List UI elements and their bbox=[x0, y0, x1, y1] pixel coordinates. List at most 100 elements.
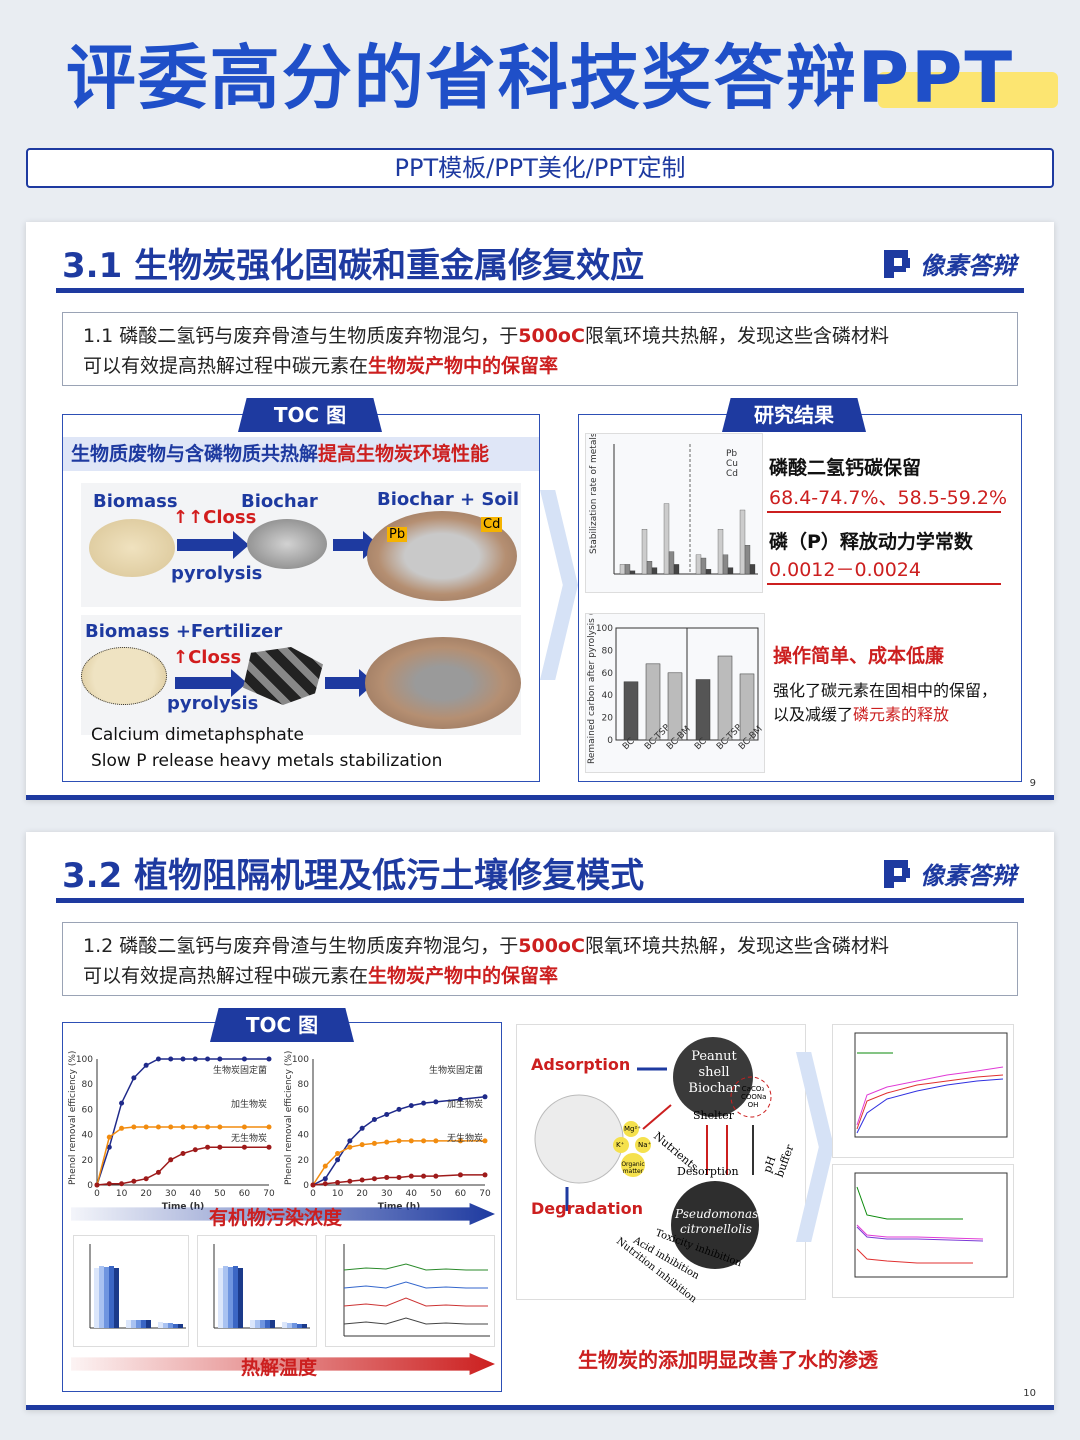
bar bbox=[223, 1266, 228, 1328]
bar bbox=[717, 529, 724, 575]
data-point bbox=[371, 1140, 377, 1146]
y-axis-label: Phenol removal efficiency (%) bbox=[284, 1051, 294, 1185]
page-number: 9 bbox=[1029, 778, 1036, 789]
bar bbox=[727, 567, 734, 575]
xrd-svg bbox=[343, 1244, 490, 1337]
data-point bbox=[94, 1182, 100, 1188]
data-point bbox=[433, 1173, 439, 1179]
series-label: 无生物炭 bbox=[231, 1132, 267, 1144]
pb-label: Pb bbox=[387, 527, 408, 542]
cd-label: Cd bbox=[481, 517, 503, 532]
arrow-right bbox=[175, 669, 247, 697]
legend-cu: Cu bbox=[726, 459, 738, 469]
x-tick-label: 50 bbox=[430, 1189, 442, 1199]
data-point bbox=[217, 1124, 223, 1130]
results-panel: Stabilization rate of metals in soil (%)… bbox=[578, 385, 1022, 782]
data-point bbox=[241, 1144, 247, 1150]
y-tick-label: 20 bbox=[298, 1156, 310, 1166]
biochar-soil-label: Biochar + Soil bbox=[377, 489, 520, 510]
data-point bbox=[347, 1144, 353, 1150]
bar bbox=[99, 1266, 104, 1328]
y-tick-label: 60 bbox=[82, 1105, 94, 1115]
bar bbox=[104, 1267, 109, 1328]
bar bbox=[645, 663, 661, 741]
concentration-arrow bbox=[71, 1203, 495, 1225]
result1-underline bbox=[767, 511, 1001, 513]
shelter-label: Shelter bbox=[693, 1109, 734, 1122]
brand-logo: 像素答辩 bbox=[884, 246, 1016, 281]
result1-value: 68.4-74.7%、58.5-59.2% bbox=[769, 487, 1008, 509]
slide-title: 3.2 植物阻隔机理及低污土壤修复模式 bbox=[62, 856, 645, 896]
data-point bbox=[457, 1138, 463, 1144]
ion-k: K⁺ bbox=[616, 1141, 625, 1149]
series-line bbox=[96, 1058, 269, 1186]
result3-title: 操作简单、成本低廉 bbox=[773, 645, 945, 667]
toc-tag: TOC 图 bbox=[238, 398, 382, 432]
data-point bbox=[119, 1125, 125, 1131]
bar bbox=[178, 1324, 183, 1328]
brand-icon bbox=[884, 859, 914, 888]
x-tick-label: 30 bbox=[165, 1189, 177, 1199]
desc-temp: 500oC bbox=[518, 325, 585, 347]
closs-label: ↑↑Closs bbox=[173, 507, 257, 528]
mechanism-diagram: Adsorption Degradation Peanut shell Bioc… bbox=[516, 1024, 806, 1305]
brand-logo: 像素答辩 bbox=[884, 856, 1016, 891]
data-point bbox=[359, 1177, 365, 1183]
pyrolysis-label: pyrolysis bbox=[171, 563, 263, 584]
y-tick-label: 40 bbox=[298, 1131, 310, 1141]
x-tick-label: 10 bbox=[332, 1189, 344, 1199]
data-point bbox=[433, 1138, 439, 1144]
data-point bbox=[384, 1111, 390, 1117]
x-tick-label: 40 bbox=[190, 1189, 202, 1199]
y-tick-label: 80 bbox=[298, 1080, 310, 1090]
bar bbox=[700, 557, 707, 575]
data-point bbox=[180, 1151, 186, 1156]
bar bbox=[667, 672, 683, 741]
biochar-label: Biochar bbox=[241, 491, 318, 512]
bar bbox=[173, 1324, 178, 1328]
x-tick-label: 70 bbox=[479, 1189, 491, 1199]
carbon-chart-svg: Remained carbon after pyrolysis (%) 0204… bbox=[587, 600, 765, 764]
result2-title: 磷（P）释放动力学常数 bbox=[769, 531, 973, 553]
data-point bbox=[119, 1181, 125, 1187]
series-line bbox=[856, 1248, 973, 1264]
x-tick-label: 20 bbox=[356, 1189, 368, 1199]
data-point bbox=[241, 1056, 247, 1062]
brand-name: 像素答辩 bbox=[920, 252, 1016, 280]
title-rule bbox=[56, 898, 1024, 903]
bar bbox=[260, 1320, 265, 1328]
pseudomonas-label: Pseudomonas citronellolis bbox=[675, 1207, 759, 1236]
slide-title: 3.1 生物炭强化固碳和重金属修复效应 bbox=[62, 246, 645, 286]
bar bbox=[146, 1320, 151, 1328]
data-point bbox=[192, 1056, 198, 1062]
plot-frame bbox=[854, 1172, 1008, 1278]
result3-text1: 强化了碳元素在固相中的保留， bbox=[773, 681, 998, 700]
xrd-chart bbox=[325, 1235, 495, 1347]
data-point bbox=[335, 1179, 341, 1185]
x-tick-label: 40 bbox=[406, 1189, 418, 1199]
data-point bbox=[335, 1151, 341, 1156]
desc-text: 1.2 磷酸二氢钙与废弃骨渣与生物质废弃物混匀，于 bbox=[83, 935, 519, 957]
desc-text: 限氧环境共热解，发现这些含磷材料 bbox=[584, 325, 889, 347]
concentration-label: 有机物污染浓度 bbox=[209, 1207, 343, 1229]
degradation-label: Degradation bbox=[531, 1199, 644, 1218]
bar bbox=[158, 1322, 163, 1328]
closs-label: ↑Closs bbox=[173, 647, 242, 668]
data-point bbox=[482, 1094, 488, 1100]
desc-text: 可以有效提高热解过程中碳元素在 bbox=[83, 965, 369, 987]
calcium-label: Calcium dimetaphsphate bbox=[91, 725, 304, 745]
desc-highlight: 生物炭产物中的保留率 bbox=[368, 355, 559, 377]
data-point bbox=[106, 1144, 112, 1150]
bar bbox=[646, 561, 653, 575]
toc-heading-text: 生物质废物与含磷物质共热解 bbox=[71, 443, 319, 465]
series-line bbox=[856, 1226, 984, 1242]
data-point bbox=[421, 1173, 427, 1179]
y-tick-label: 20 bbox=[602, 714, 614, 724]
bar bbox=[114, 1268, 119, 1328]
data-point bbox=[359, 1125, 365, 1131]
data-point bbox=[217, 1144, 223, 1150]
data-point bbox=[433, 1099, 439, 1105]
series-line bbox=[856, 1224, 984, 1240]
bar bbox=[109, 1266, 114, 1328]
